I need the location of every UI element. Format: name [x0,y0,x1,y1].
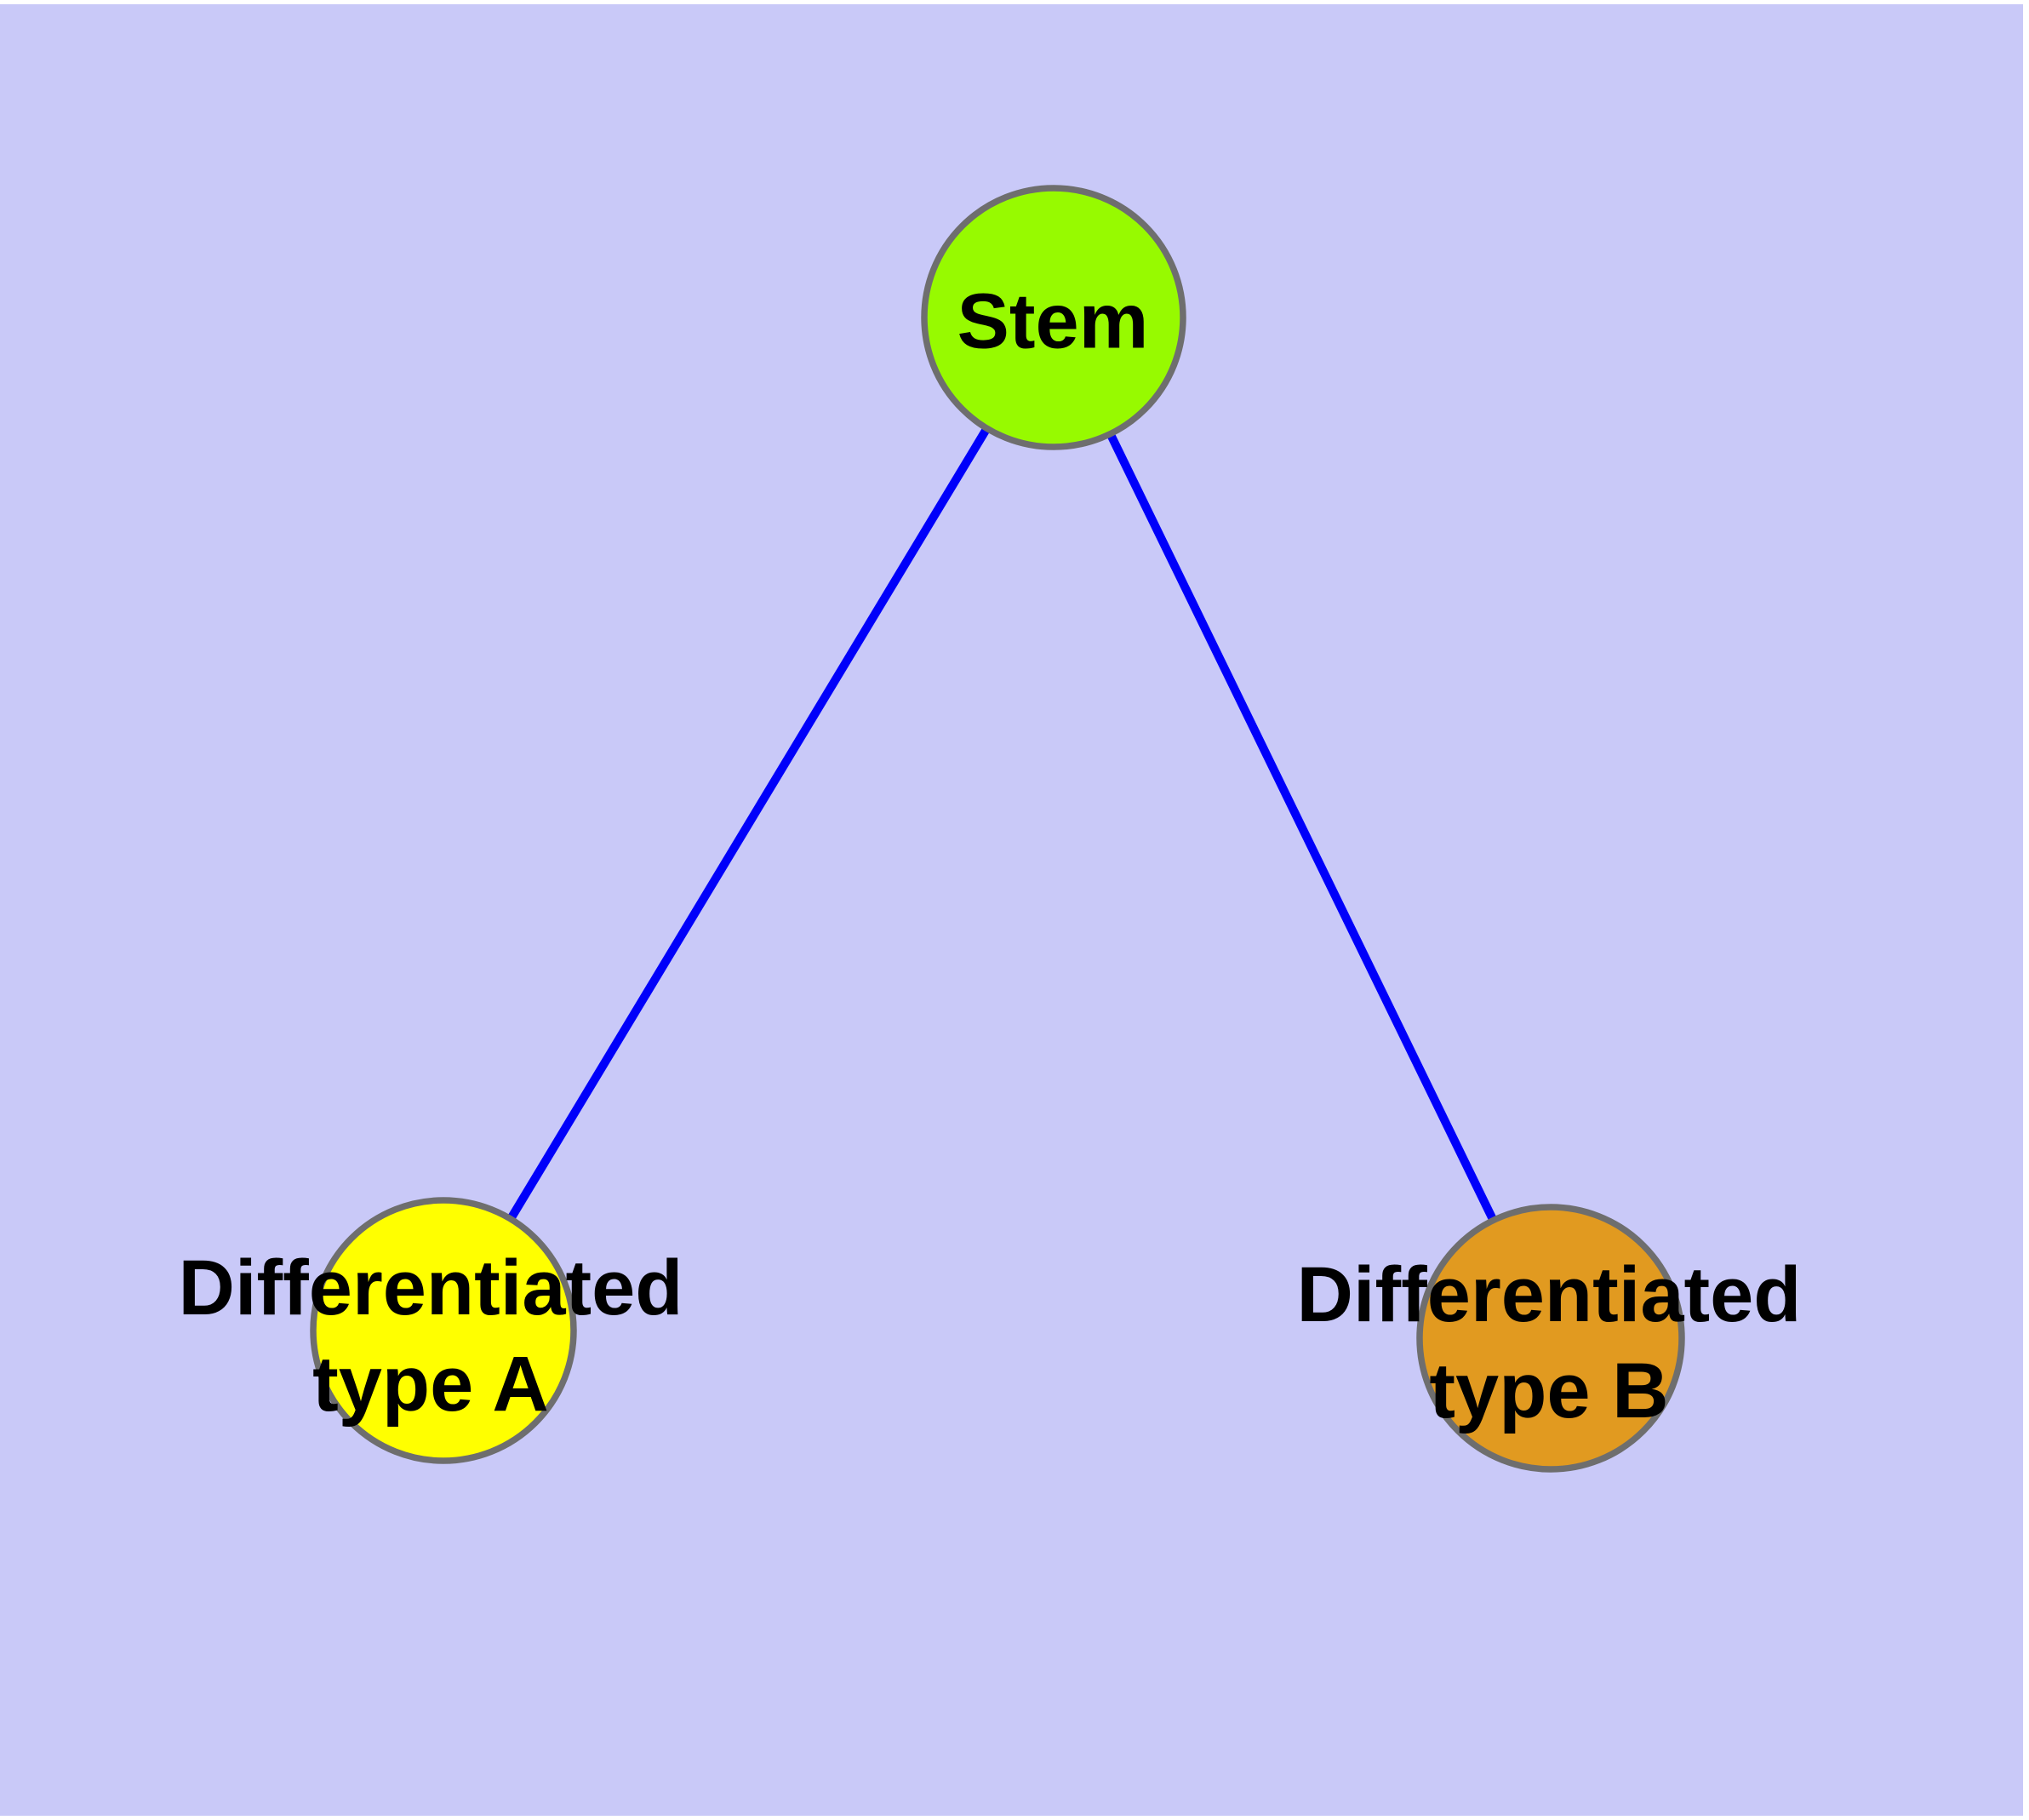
node-differentiated-type-a [310,1197,577,1464]
node-label-stem-text: Stem [957,278,1149,365]
node-label-type-b-line2: type B [1429,1348,1669,1434]
node-label-stem: Stem [957,274,1149,370]
node-label-type-a-line1: Differentiated [178,1245,683,1331]
node-label-differentiated-type-a: Differentiated type A [179,1240,683,1433]
node-label-differentiated-type-b: Differentiated type B [1297,1247,1802,1439]
node-differentiated-type-b [1416,1204,1685,1473]
node-label-type-b-line1: Differentiated [1296,1251,1802,1338]
node-label-type-a-line2: type A [312,1341,549,1428]
node-stem [921,185,1186,450]
edge-stem-to-type-b [1049,315,1555,1341]
edge-stem-to-type-a [439,315,1058,1333]
